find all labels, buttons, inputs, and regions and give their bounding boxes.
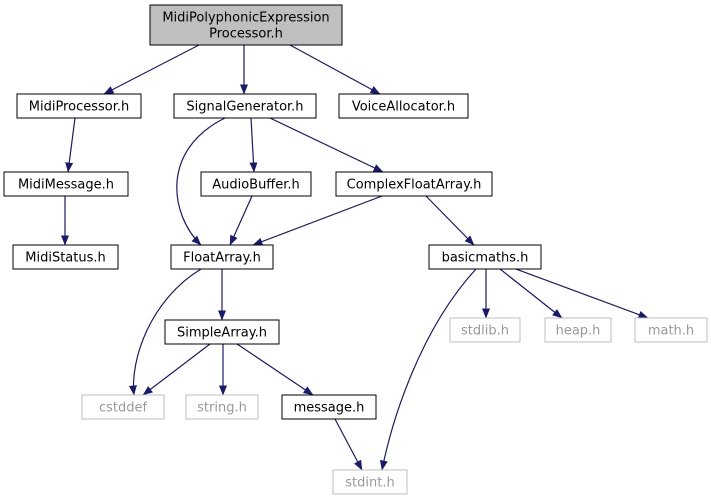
- edge-cfa-to-fa: [252, 195, 383, 246]
- node-box-math: [634, 317, 708, 343]
- node-box-fa: [170, 244, 274, 270]
- node-label-mproc: MidiProcessor.h: [29, 100, 129, 115]
- node-box-root: [149, 4, 343, 46]
- node-label-cstddef: cstddef: [99, 401, 148, 416]
- node-siggen[interactable]: SignalGenerator.h: [173, 93, 317, 119]
- node-label-heap: heap.h: [556, 324, 601, 339]
- node-mproc[interactable]: MidiProcessor.h: [16, 93, 142, 119]
- node-label-sarr: SimpleArray.h: [177, 326, 267, 341]
- node-abuf[interactable]: AudioBuffer.h: [200, 171, 312, 197]
- edge-siggen-to-fa: [176, 117, 226, 246]
- node-cfa[interactable]: ComplexFloatArray.h: [335, 171, 493, 197]
- edge-bmath-to-stdint: [379, 268, 477, 471]
- node-label-string: string.h: [197, 401, 247, 416]
- node-bmath[interactable]: basicmaths.h: [428, 244, 542, 270]
- node-box-msg: [281, 394, 377, 420]
- node-label-root-line-2: Processor.h: [209, 27, 283, 42]
- edge-mproc-to-mmsg: [65, 117, 76, 173]
- node-box-voice: [338, 93, 469, 119]
- node-box-mproc: [16, 93, 142, 119]
- node-label-stdlib: stdlib.h: [461, 324, 509, 339]
- node-box-heap: [544, 317, 612, 343]
- node-label-stdint: stdint.h: [345, 476, 394, 491]
- node-box-siggen: [173, 93, 317, 119]
- node-stdlib: stdlib.h: [449, 317, 521, 343]
- edge-bmath-to-math: [515, 268, 649, 319]
- node-label-math: math.h: [648, 324, 694, 339]
- file-nodes: MidiPolyphonicExpressionProcessor.hMidiP…: [3, 4, 708, 495]
- node-mstat[interactable]: MidiStatus.h: [12, 244, 119, 270]
- edge-root-to-voice: [289, 44, 381, 95]
- node-box-mmsg: [3, 171, 129, 197]
- node-label-mmsg: MidiMessage.h: [18, 178, 114, 193]
- edge-sarr-to-msg: [236, 343, 314, 396]
- node-box-sarr: [164, 319, 280, 345]
- node-box-cfa: [335, 171, 493, 197]
- node-cstddef: cstddef: [81, 394, 165, 420]
- edge-abuf-to-fa: [229, 195, 253, 246]
- node-label-bmath: basicmaths.h: [442, 251, 529, 266]
- node-label-mstat: MidiStatus.h: [25, 251, 106, 266]
- node-math: math.h: [634, 317, 708, 343]
- node-label-voice: VoiceAllocator.h: [352, 100, 455, 115]
- node-label-abuf: AudioBuffer.h: [212, 178, 300, 193]
- edge-fa-to-cstddef: [128, 268, 202, 396]
- edge-cfa-to-bmath: [425, 195, 475, 246]
- edge-siggen-to-abuf: [249, 117, 258, 173]
- node-box-mstat: [12, 244, 119, 270]
- node-box-stdint: [332, 469, 408, 495]
- node-box-bmath: [428, 244, 542, 270]
- node-heap: heap.h: [544, 317, 612, 343]
- node-label-cfa: ComplexFloatArray.h: [347, 178, 482, 193]
- node-box-abuf: [200, 171, 312, 197]
- edge-bmath-to-heap: [499, 268, 563, 319]
- node-box-stdlib: [449, 317, 521, 343]
- node-sarr[interactable]: SimpleArray.h: [164, 319, 280, 345]
- edge-msg-to-stdint: [334, 418, 363, 471]
- node-label-fa: FloatArray.h: [183, 251, 261, 266]
- node-fa[interactable]: FloatArray.h: [170, 244, 274, 270]
- node-msg[interactable]: message.h: [281, 394, 377, 420]
- dependency-edges: [61, 44, 649, 471]
- node-label-root-line-1: MidiPolyphonicExpression: [162, 11, 329, 26]
- node-label-siggen: SignalGenerator.h: [186, 100, 303, 115]
- edge-sarr-to-cstddef: [142, 343, 211, 396]
- node-label-msg: message.h: [294, 401, 365, 416]
- node-box-string: [185, 394, 259, 420]
- node-voice[interactable]: VoiceAllocator.h: [338, 93, 469, 119]
- node-stdint: stdint.h: [332, 469, 408, 495]
- node-mmsg[interactable]: MidiMessage.h: [3, 171, 129, 197]
- node-string: string.h: [185, 394, 259, 420]
- node-box-cstddef: [81, 394, 165, 420]
- edge-siggen-to-cfa: [269, 117, 384, 173]
- edge-root-to-mproc: [103, 44, 200, 95]
